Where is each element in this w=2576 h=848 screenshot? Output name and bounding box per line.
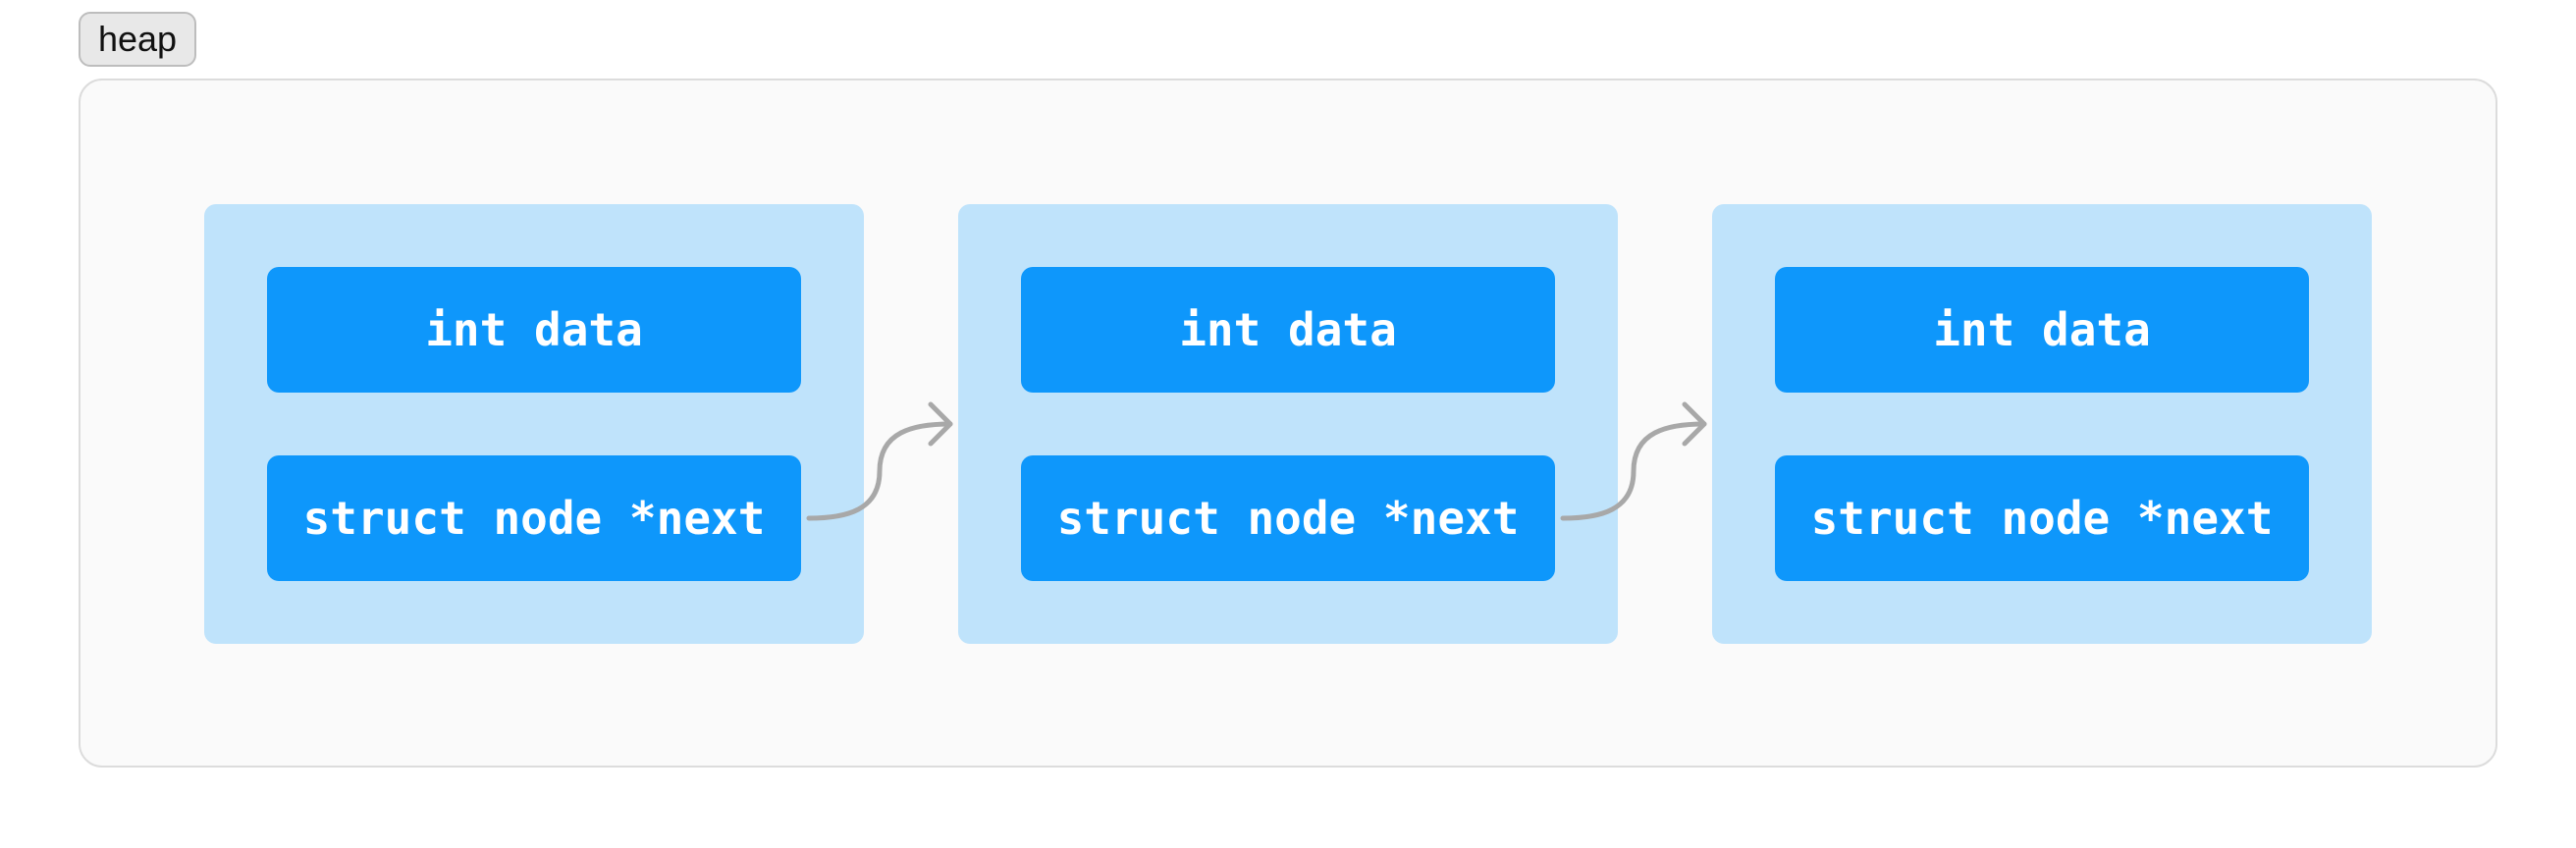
node-next-field: struct node *next: [1021, 455, 1555, 581]
heap-label: heap: [79, 12, 196, 67]
list-node-1: int data struct node *next: [204, 204, 864, 644]
node-data-field: int data: [267, 267, 801, 393]
node-data-field: int data: [1021, 267, 1555, 393]
node-next-field: struct node *next: [267, 455, 801, 581]
next-pointer-arrow-1: [806, 401, 953, 521]
next-pointer-arrow-2: [1560, 401, 1707, 521]
list-node-3: int data struct node *next: [1712, 204, 2372, 644]
list-node-2: int data struct node *next: [958, 204, 1618, 644]
node-next-field: struct node *next: [1775, 455, 2309, 581]
node-data-field: int data: [1775, 267, 2309, 393]
